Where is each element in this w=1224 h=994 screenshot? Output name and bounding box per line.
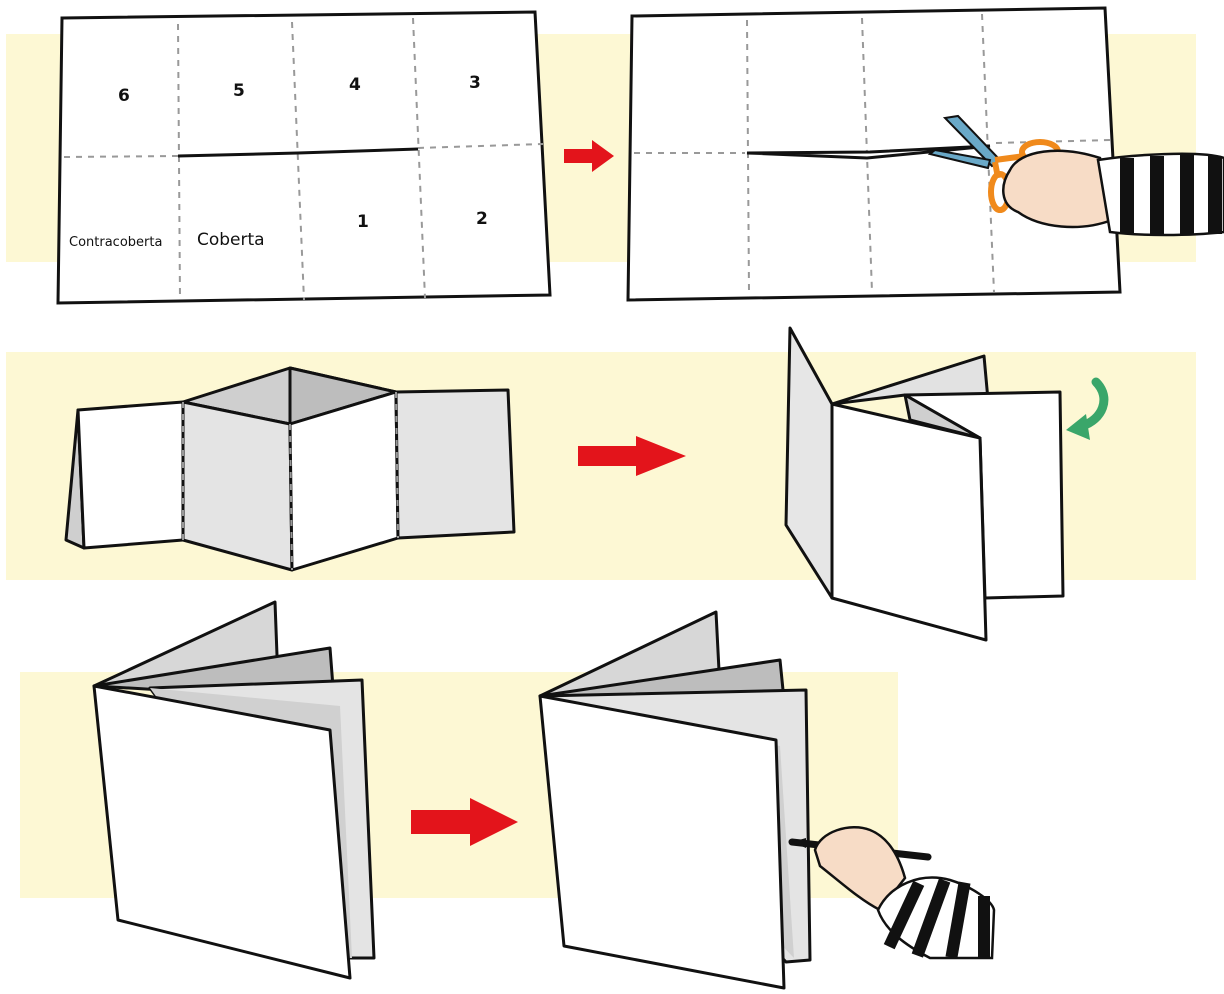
step6-booklet xyxy=(538,610,812,990)
page-number-1: 1 xyxy=(357,212,369,232)
page-number-6: 6 xyxy=(118,86,130,106)
hand-with-scissors-icon xyxy=(927,114,1224,237)
front-cover-label: Coberta xyxy=(197,230,265,250)
page-number-2: 2 xyxy=(476,209,488,229)
sleeve xyxy=(876,876,996,960)
step2-sheet xyxy=(626,6,1122,302)
curved-arrow-head xyxy=(1066,414,1090,440)
step1-sheet: 6 5 4 3 1 2 Contracoberta Coberta xyxy=(56,10,552,305)
step5-booklet xyxy=(92,600,376,980)
step4-folding xyxy=(784,326,1065,642)
step3-zigzag xyxy=(64,366,516,572)
page-number-4: 4 xyxy=(349,75,361,95)
right-arrow-icon xyxy=(411,798,518,846)
right-arrow-icon xyxy=(578,436,686,476)
right-arrow-icon xyxy=(564,140,614,172)
hand-with-pen-icon xyxy=(788,825,996,960)
back-cover-label: Contracoberta xyxy=(69,235,162,250)
page-number-5: 5 xyxy=(233,81,245,101)
sleeve xyxy=(1096,152,1224,237)
page-number-3: 3 xyxy=(469,73,481,93)
